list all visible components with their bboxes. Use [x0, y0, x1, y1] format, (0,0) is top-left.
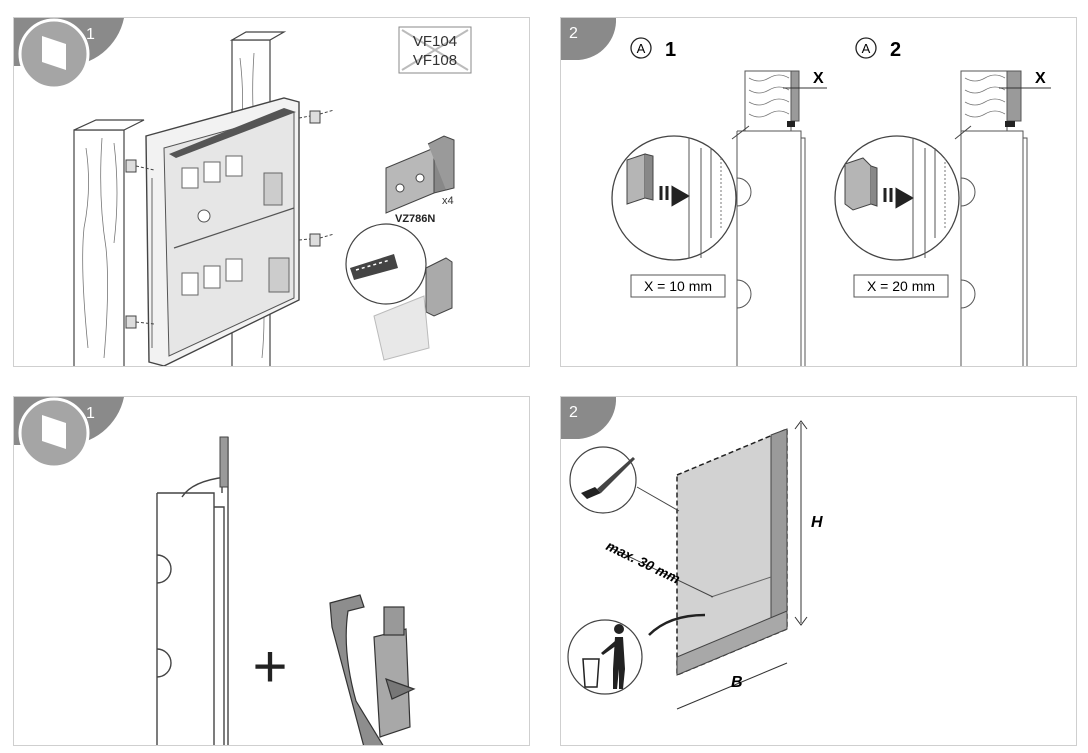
panel-mount-frame: 1: [13, 17, 530, 367]
option-a1: A 1 X X = 10 mm: [611, 37, 827, 366]
measure-box: [630, 274, 726, 298]
insulation-sheet: [676, 427, 788, 677]
panel-board: [790, 70, 800, 122]
option-marker-circle: [630, 37, 652, 59]
step-tab: [561, 397, 617, 439]
height-label: H: [811, 514, 823, 531]
max-dimension-line: [608, 546, 714, 598]
step-number: 1: [86, 26, 95, 43]
step-number: 2: [569, 404, 578, 421]
wall-section: [744, 70, 792, 132]
panel-cut-insulation: 2 max. 30 mm H B: [560, 396, 1077, 746]
knife-circle: [569, 446, 637, 514]
trash-icon: [582, 624, 625, 689]
measure-box: [853, 274, 949, 298]
bracket-part: [385, 135, 455, 214]
panel-attach-tool: 1 +: [13, 396, 530, 746]
width-dimension-line: [676, 662, 788, 710]
dimension-label: X: [1035, 70, 1046, 87]
flush-mount-enclosure: [145, 97, 300, 366]
attach-tool-illustration: 1 +: [14, 397, 416, 745]
measure-label: X = 10 mm: [644, 278, 712, 294]
model-label-1: VF104: [413, 33, 457, 50]
max-cut-label: max. 30 mm: [604, 537, 683, 587]
model-label-2: VF108: [413, 52, 457, 69]
step-tab: [561, 18, 617, 60]
dimension-label: X: [813, 70, 824, 87]
dispose-arrow: [648, 613, 706, 636]
cut-off-piece: [373, 295, 430, 361]
wall-offset-illustration: 2 A 1 X X = 10 m: [561, 18, 1051, 366]
step-number: 2: [569, 25, 578, 42]
plus-sign: +: [252, 633, 287, 700]
panel-wall-offset: 2 A 1 X X = 10 m: [560, 17, 1077, 367]
mounting-clips: [125, 109, 335, 329]
cut-line: [710, 576, 772, 598]
mounting-tool: [329, 594, 416, 745]
wall-section: [960, 70, 1008, 132]
option-number: 2: [890, 39, 901, 61]
bracket-code: VZ786N: [395, 213, 435, 225]
option-number: 1: [665, 39, 676, 61]
mount-frame-illustration: 1: [14, 18, 472, 366]
measure-label: X = 20 mm: [867, 278, 935, 294]
bracket-detail: [844, 157, 872, 211]
bracket-detail: [626, 153, 646, 205]
option-marker: A: [637, 41, 646, 56]
width-label: B: [731, 674, 743, 691]
knife-icon: [581, 487, 601, 499]
option-marker-circle: [855, 37, 877, 59]
panel-board: [1006, 70, 1022, 122]
cut-insulation-illustration: 2 max. 30 mm H B: [561, 397, 823, 710]
enclosure-section: [156, 437, 229, 745]
dispose-circle: [567, 619, 643, 695]
bracket-quantity: x4: [442, 195, 454, 207]
option-a2: A 2 X X = 20 mm: [834, 37, 1051, 366]
option-marker: A: [862, 41, 871, 56]
wooden-post-left: [73, 129, 125, 366]
step-number: 1: [86, 405, 95, 422]
